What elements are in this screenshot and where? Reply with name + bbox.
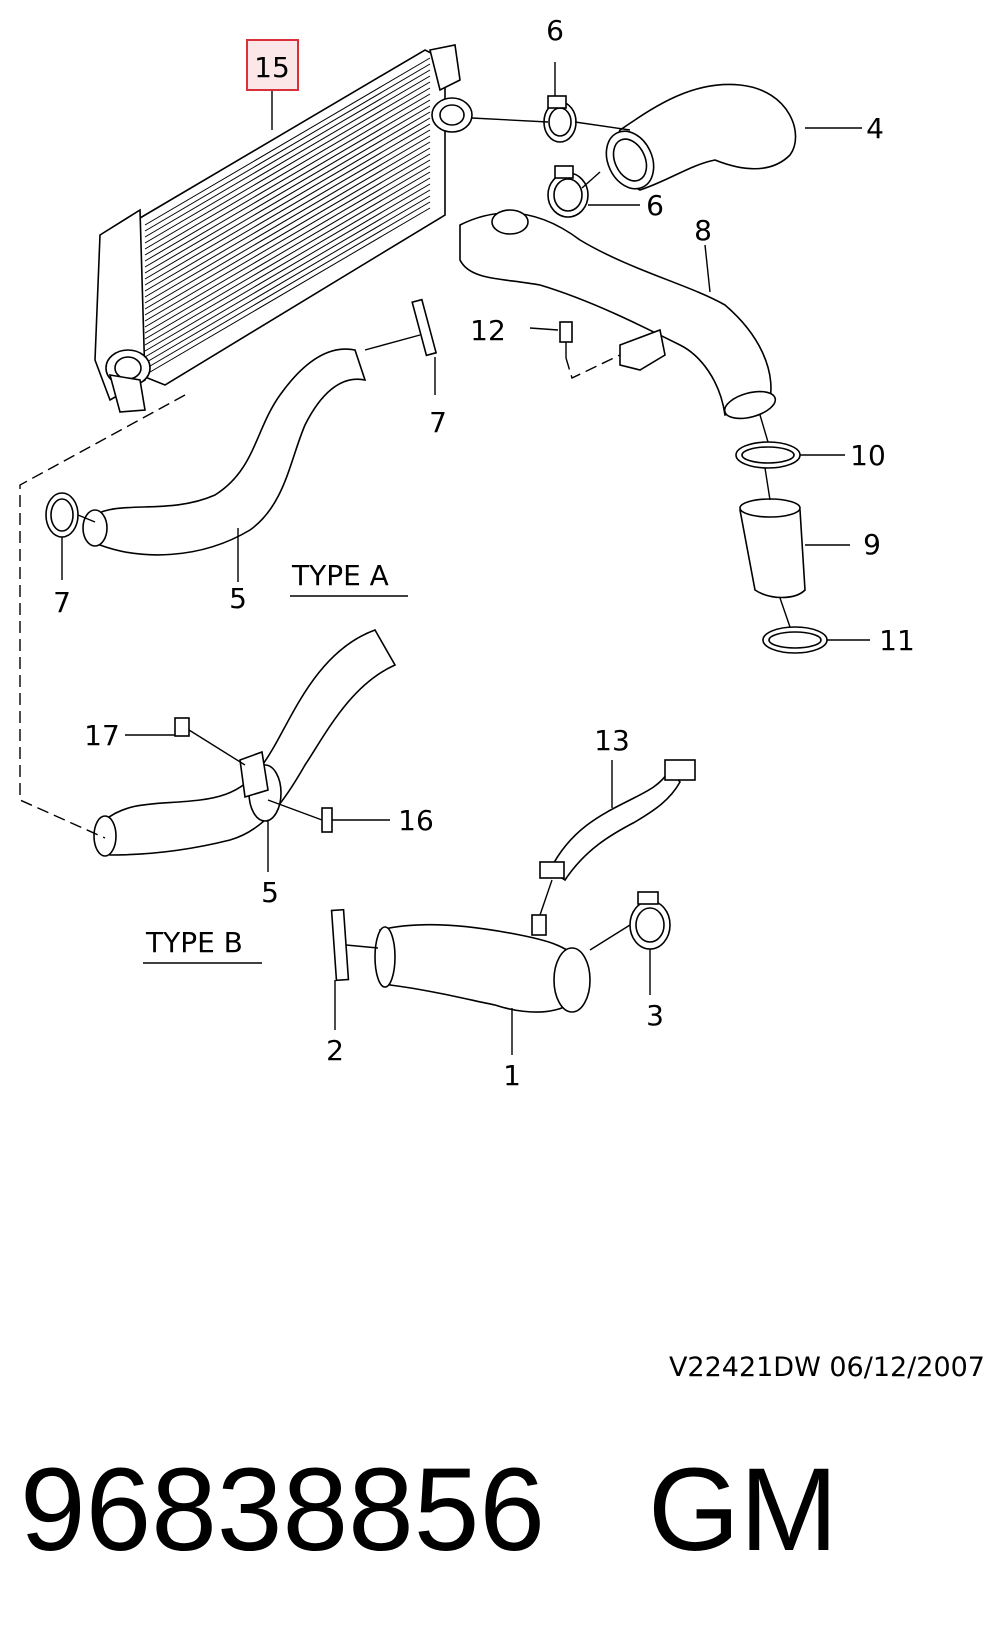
callout-6-upper[interactable]: 6 [546,14,564,47]
callout-5-type-a[interactable]: 5 [229,582,247,615]
drawing-reference: V22421DW 06/12/2007 [669,1352,985,1383]
callout-13[interactable]: 13 [594,724,630,757]
callout-5-type-b[interactable]: 5 [261,876,279,909]
callout-7-left[interactable]: 7 [53,586,71,619]
hose-part-13[interactable] [539,759,696,882]
clamp-part-11[interactable] [762,626,828,654]
clamp-part-7-left[interactable] [45,492,79,538]
type-b-label: TYPE B [145,926,243,959]
brand-name: GM [648,1444,838,1576]
clamp-part-10[interactable] [735,441,801,469]
callout-15[interactable]: 15 [254,51,290,84]
callout-1[interactable]: 1 [503,1059,521,1092]
clamp-part-7-right[interactable] [411,298,438,357]
bolt-part-16[interactable] [321,807,333,833]
clip-part-17[interactable] [174,717,190,737]
type-a-label: TYPE A [291,559,389,592]
callout-2[interactable]: 2 [326,1034,344,1067]
callout-9[interactable]: 9 [863,528,881,561]
sleeve-part-9[interactable] [739,498,806,599]
intercooler-part-15[interactable] [94,44,473,413]
callout-7-right[interactable]: 7 [429,406,447,439]
clamp-part-6-lower[interactable] [547,165,589,218]
hose-part-8[interactable] [459,209,778,423]
callout-16[interactable]: 16 [398,804,434,837]
part-number: 96838856 [20,1444,545,1576]
callout-8[interactable]: 8 [694,214,712,247]
mounting-bracket [619,328,666,371]
callout-10[interactable]: 10 [850,439,886,472]
hose-part-4[interactable] [597,83,797,196]
leader-lines [19,62,870,1055]
callout-6-lower[interactable]: 6 [646,189,664,222]
callout-4[interactable]: 4 [866,112,884,145]
highlight-box-15 [246,39,299,91]
bolt-part-12[interactable] [559,321,573,358]
callout-3[interactable]: 3 [646,999,664,1032]
air-duct-part-1[interactable] [374,914,591,1013]
callout-12[interactable]: 12 [470,314,506,347]
callout-11[interactable]: 11 [879,624,915,657]
callout-17[interactable]: 17 [84,719,120,752]
hose-part-5-type-b[interactable] [93,629,397,857]
clamp-part-2[interactable] [330,908,350,982]
clamp-part-6-upper[interactable] [543,95,577,143]
clamp-part-3[interactable] [629,891,671,950]
